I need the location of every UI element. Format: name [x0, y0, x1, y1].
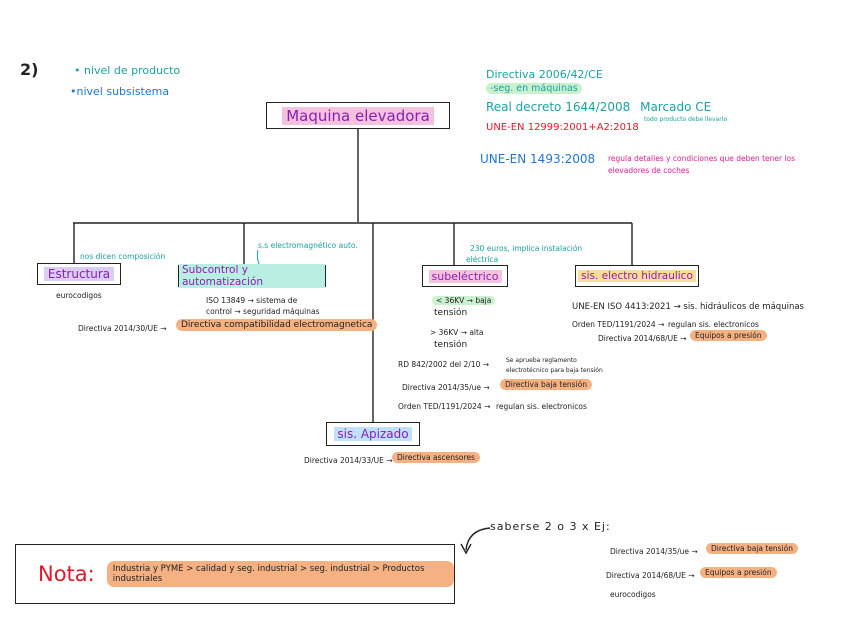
subcontrol-iso-2: control → seguridad máquinas: [206, 307, 320, 316]
legend-subsystem-label: nivel subsistema: [76, 85, 170, 98]
saberse-arrow-head: [460, 543, 472, 555]
marcado-note: todo producto debe llevarlo: [644, 116, 728, 123]
subelectrico-baja-2: tensión: [434, 308, 468, 318]
subelectrico-dir-left: Directiva 2014/35/ue →: [402, 383, 490, 392]
subelectrico-rd-right-1: Se aprueba reglamento: [506, 357, 577, 364]
estructura-annotation: nos dicen composición: [80, 252, 166, 261]
subelectrico-label: subeléctrico: [428, 269, 502, 283]
hidraulico-dir-right-text: Equipos a presión: [690, 330, 767, 341]
legend-product-dot: •: [74, 64, 84, 77]
subcontrol-label: Subcontrol y automatización: [179, 264, 325, 288]
seg-maquinas: -seg. en máquinas: [486, 83, 582, 94]
hidraulico-node: sis. electro hidraulico: [575, 265, 699, 287]
subelectrico-annotation-2: eléctrica: [466, 255, 499, 264]
subelectrico-node: subeléctrico: [422, 265, 508, 287]
apizado-label: sis. Apizado: [334, 427, 412, 441]
une-en-1493: UNE-EN 1493:2008: [480, 152, 596, 166]
hidraulico-dir-left: Directiva 2014/68/UE →: [598, 334, 687, 343]
subelectrico-orden-right: regulan sis. electronicos: [496, 402, 587, 411]
saberse-row2-right-text: Equipos a presión: [700, 567, 777, 578]
subelectrico-rd-right-2: electrotécnico para baja tensión: [506, 367, 603, 374]
hidraulico-une: UNE-EN ISO 4413:2021 → sis. hidráulicos …: [572, 302, 804, 312]
estructura-eurocodigos: eurocodigos: [56, 291, 102, 300]
hidraulico-dir-right: Equipos a presión: [690, 330, 767, 341]
subcontrol-annotation: s.s electromagnético auto.: [258, 241, 358, 250]
subelectrico-rd-left: RD 842/2002 del 2/10 →: [398, 360, 490, 369]
estructura-node: Estructura: [37, 263, 121, 285]
subelectrico-alta-2: tensión: [434, 340, 468, 350]
nota-box: Nota: Industria y PYME > calidad y seg. …: [15, 544, 455, 604]
une-en-12999: UNE-EN 12999:2001+A2:2018: [486, 122, 639, 133]
subelectrico-alta: > 36KV → alta: [430, 328, 484, 337]
directiva-2006: Directiva 2006/42/CE: [486, 68, 603, 81]
subcontrol-node: Subcontrol y automatización: [178, 264, 326, 288]
saberse-row3: eurocodigos: [610, 590, 656, 599]
saberse-row2-right: Equipos a presión: [700, 567, 777, 578]
apizado-dir-right-text: Directiva ascensores: [392, 452, 480, 463]
saberse-row1-right-text: Directiva baja tensión: [706, 543, 799, 554]
apizado-node: sis. Apizado: [326, 422, 420, 446]
nota-text: Industria y PYME > calidad y seg. indust…: [106, 561, 454, 587]
une-en-1493-note-1: regula detalles y condiciones que deben …: [608, 154, 796, 163]
subcontrol-directiva-right-text: Directiva compatibilidad electromagnetic…: [176, 319, 378, 331]
une-en-1493-note-2: elevadores de coches: [608, 166, 690, 175]
legend-product: • nivel de producto: [74, 64, 180, 77]
saberse-row2-left: Directiva 2014/68/UE →: [606, 571, 695, 580]
section-number: 2): [20, 60, 39, 79]
saberse-arrow: [465, 527, 491, 551]
apizado-dir-right: Directiva ascensores: [392, 452, 480, 463]
subcontrol-directiva-left: Directiva 2014/30/UE →: [78, 324, 167, 333]
subelectrico-orden-left: Orden TED/1191/2024 →: [398, 402, 491, 411]
apizado-dir-left: Directiva 2014/33/UE →: [304, 456, 393, 465]
subelectrico-dir-right-text: Directiva baja tensión: [500, 379, 593, 390]
hidraulico-orden-right: regulan sis. electronicos: [668, 320, 759, 329]
real-decreto-text: Real decreto 1644/2008: [486, 100, 631, 114]
estructura-label: Estructura: [43, 267, 115, 281]
legend-subsystem-dot: •: [70, 85, 77, 98]
marcado-ce: Marcado CE: [640, 100, 712, 114]
saberse-label: saberse 2 o 3 x Ej:: [490, 520, 611, 533]
subelectrico-baja-text: < 36KV → baja: [432, 296, 496, 305]
subcontrol-directiva-right: Directiva compatibilidad electromagnetic…: [176, 319, 378, 331]
saberse-row1-left: Directiva 2014/35/ue →: [610, 547, 698, 556]
legend-product-label: nivel de producto: [84, 64, 181, 77]
root-node: Maquina elevadora: [266, 102, 450, 129]
hidraulico-orden-left: Orden TED/1191/2024 →: [572, 320, 665, 329]
nota-label: Nota:: [38, 562, 95, 586]
hidraulico-label: sis. electro hidraulico: [578, 270, 696, 282]
real-decreto: Real decreto 1644/2008 Marcado CE: [486, 100, 711, 114]
root-label: Maquina elevadora: [282, 106, 434, 125]
saberse-row1-right: Directiva baja tensión: [706, 543, 799, 554]
legend-subsystem: •nivel subsistema: [70, 85, 169, 98]
subcontrol-iso-1: ISO 13849 → sistema de: [206, 296, 298, 305]
seg-maquinas-text: -seg. en máquinas: [486, 83, 582, 94]
subelectrico-annotation-1: 230 euros, implica instalación: [470, 244, 583, 253]
subelectrico-baja: < 36KV → baja: [432, 296, 496, 305]
subelectrico-dir-right: Directiva baja tensión: [500, 379, 593, 390]
